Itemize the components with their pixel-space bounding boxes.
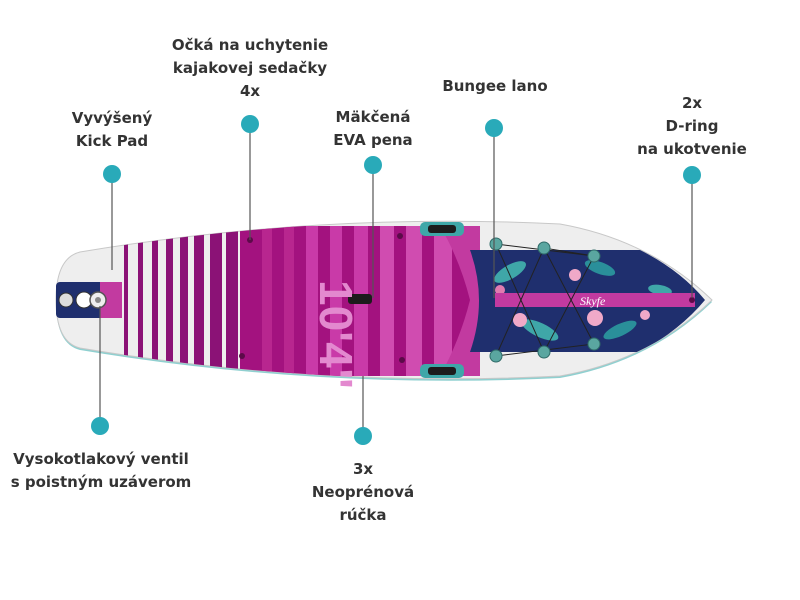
label-handles: 3x Neoprénová rúčka	[311, 460, 415, 524]
marker-kayak-seat-rings	[241, 115, 259, 133]
marker-handles	[354, 427, 372, 445]
brand-text: Skyfe	[580, 294, 606, 308]
label-valve: Vysokotlakový ventil s poistným uzáverom	[10, 450, 192, 491]
marker-valve	[91, 417, 109, 435]
label-bungee: Bungee lano	[442, 77, 548, 95]
marker-bungee	[485, 119, 503, 137]
label-eva-foam: Mäkčená EVA pena	[333, 108, 413, 149]
board-size-text: 10'4"	[310, 280, 362, 390]
tail-stripes	[124, 222, 238, 378]
marker-d-ring	[683, 166, 701, 184]
label-kayak-seat-rings: Očká na uchytenie kajakovej sedačky 4x	[171, 36, 329, 100]
handles	[348, 222, 464, 378]
label-kick-pad: Vyvýšený Kick Pad	[71, 109, 153, 150]
leader-lines	[99, 124, 693, 434]
marker-kick-pad	[103, 165, 121, 183]
deck-rings	[239, 233, 695, 363]
marker-eva-foam	[364, 156, 382, 174]
floral-nose-print	[470, 250, 705, 352]
valve-area	[56, 282, 122, 318]
label-d-ring: 2x D-ring na ukotvenie	[637, 94, 747, 158]
callout-markers	[91, 115, 701, 445]
